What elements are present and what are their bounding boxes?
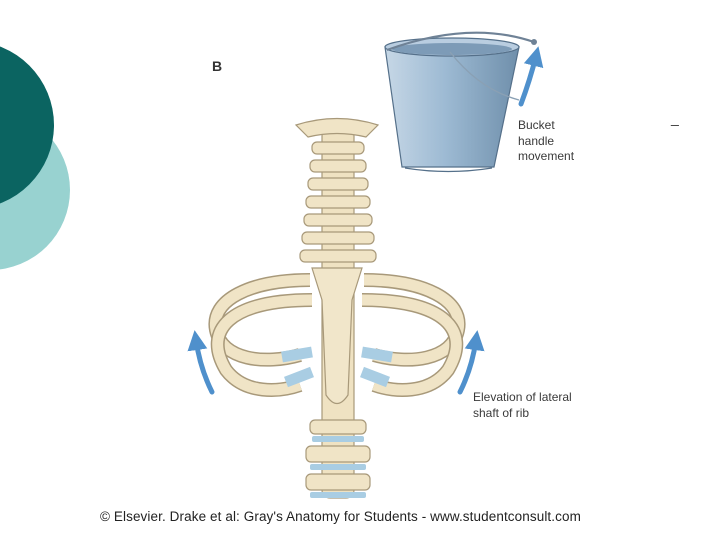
stray-mark: _ <box>671 110 679 126</box>
rib-elevation-label: Elevation of lateral shaft of rib <box>473 390 613 421</box>
bucket-handle-label: Bucket handle movement <box>518 118 608 165</box>
rib-label-line: Elevation of lateral <box>473 390 572 404</box>
bucket-label-line: movement <box>518 149 575 163</box>
panel-letter: B <box>212 58 223 74</box>
slide-decoration <box>0 46 70 270</box>
curved-arrow-icon <box>457 330 485 395</box>
bucket-icon <box>384 31 537 173</box>
bucket-label-line: handle <box>518 133 555 148</box>
rib-cage <box>208 117 466 499</box>
bucket-label-line: Bucket <box>518 118 555 132</box>
curved-arrow-icon <box>518 46 544 107</box>
curved-arrow-icon <box>187 330 215 395</box>
copyright-text: © Elsevier. Drake et al: Gray's Anatomy … <box>100 509 581 524</box>
rib-label-line: shaft of rib <box>473 405 530 420</box>
